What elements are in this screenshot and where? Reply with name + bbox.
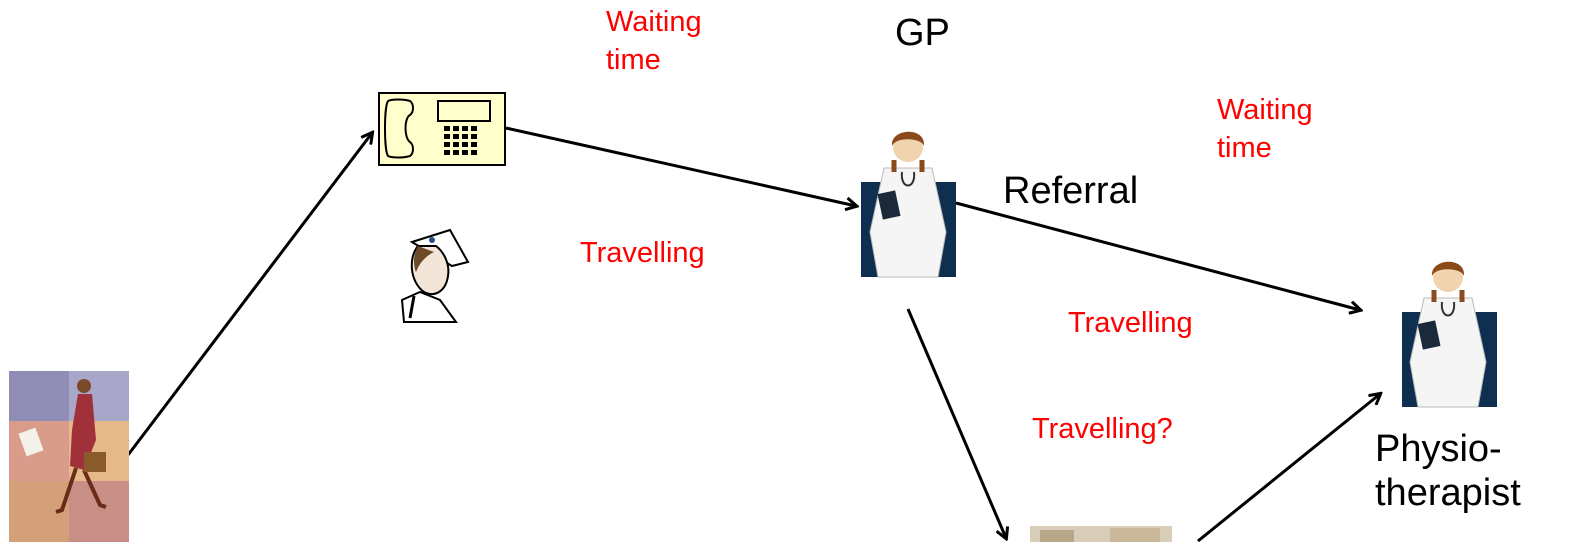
waiting-time-label: Waiting time xyxy=(1217,92,1313,167)
arrow-clinic-to-physio xyxy=(1197,394,1380,542)
clinic-building-icon xyxy=(1030,526,1172,542)
arrow-gp-to-physio xyxy=(955,201,1360,310)
waiting-line: Waiting xyxy=(606,6,702,38)
travelling-question-label: Travelling? xyxy=(1032,413,1173,445)
time-line: time xyxy=(606,43,661,76)
walking-woman-icon xyxy=(9,371,129,542)
travelling-label: Travelling xyxy=(1068,307,1193,339)
doctor-icon xyxy=(1402,261,1497,408)
physiotherapist-label: Physio- therapist xyxy=(1375,428,1521,515)
physio-line: Physio- xyxy=(1375,428,1502,470)
arrow-phone-to-gp xyxy=(505,126,856,206)
time-line: time xyxy=(1217,131,1272,164)
gp-label: GP xyxy=(895,12,950,54)
therapist-line: therapist xyxy=(1375,471,1521,514)
travelling-label: Travelling xyxy=(580,237,705,269)
nurse-icon xyxy=(400,228,470,323)
referral-label: Referral xyxy=(1003,170,1139,212)
doctor-icon xyxy=(861,131,956,278)
arrow-patient-to-phone xyxy=(126,133,372,456)
waiting-line: Waiting xyxy=(1217,94,1313,126)
telephone-icon xyxy=(378,92,506,166)
waiting-time-label: Waiting time xyxy=(606,4,702,79)
arrow-gp-to-clinic xyxy=(906,308,1006,538)
